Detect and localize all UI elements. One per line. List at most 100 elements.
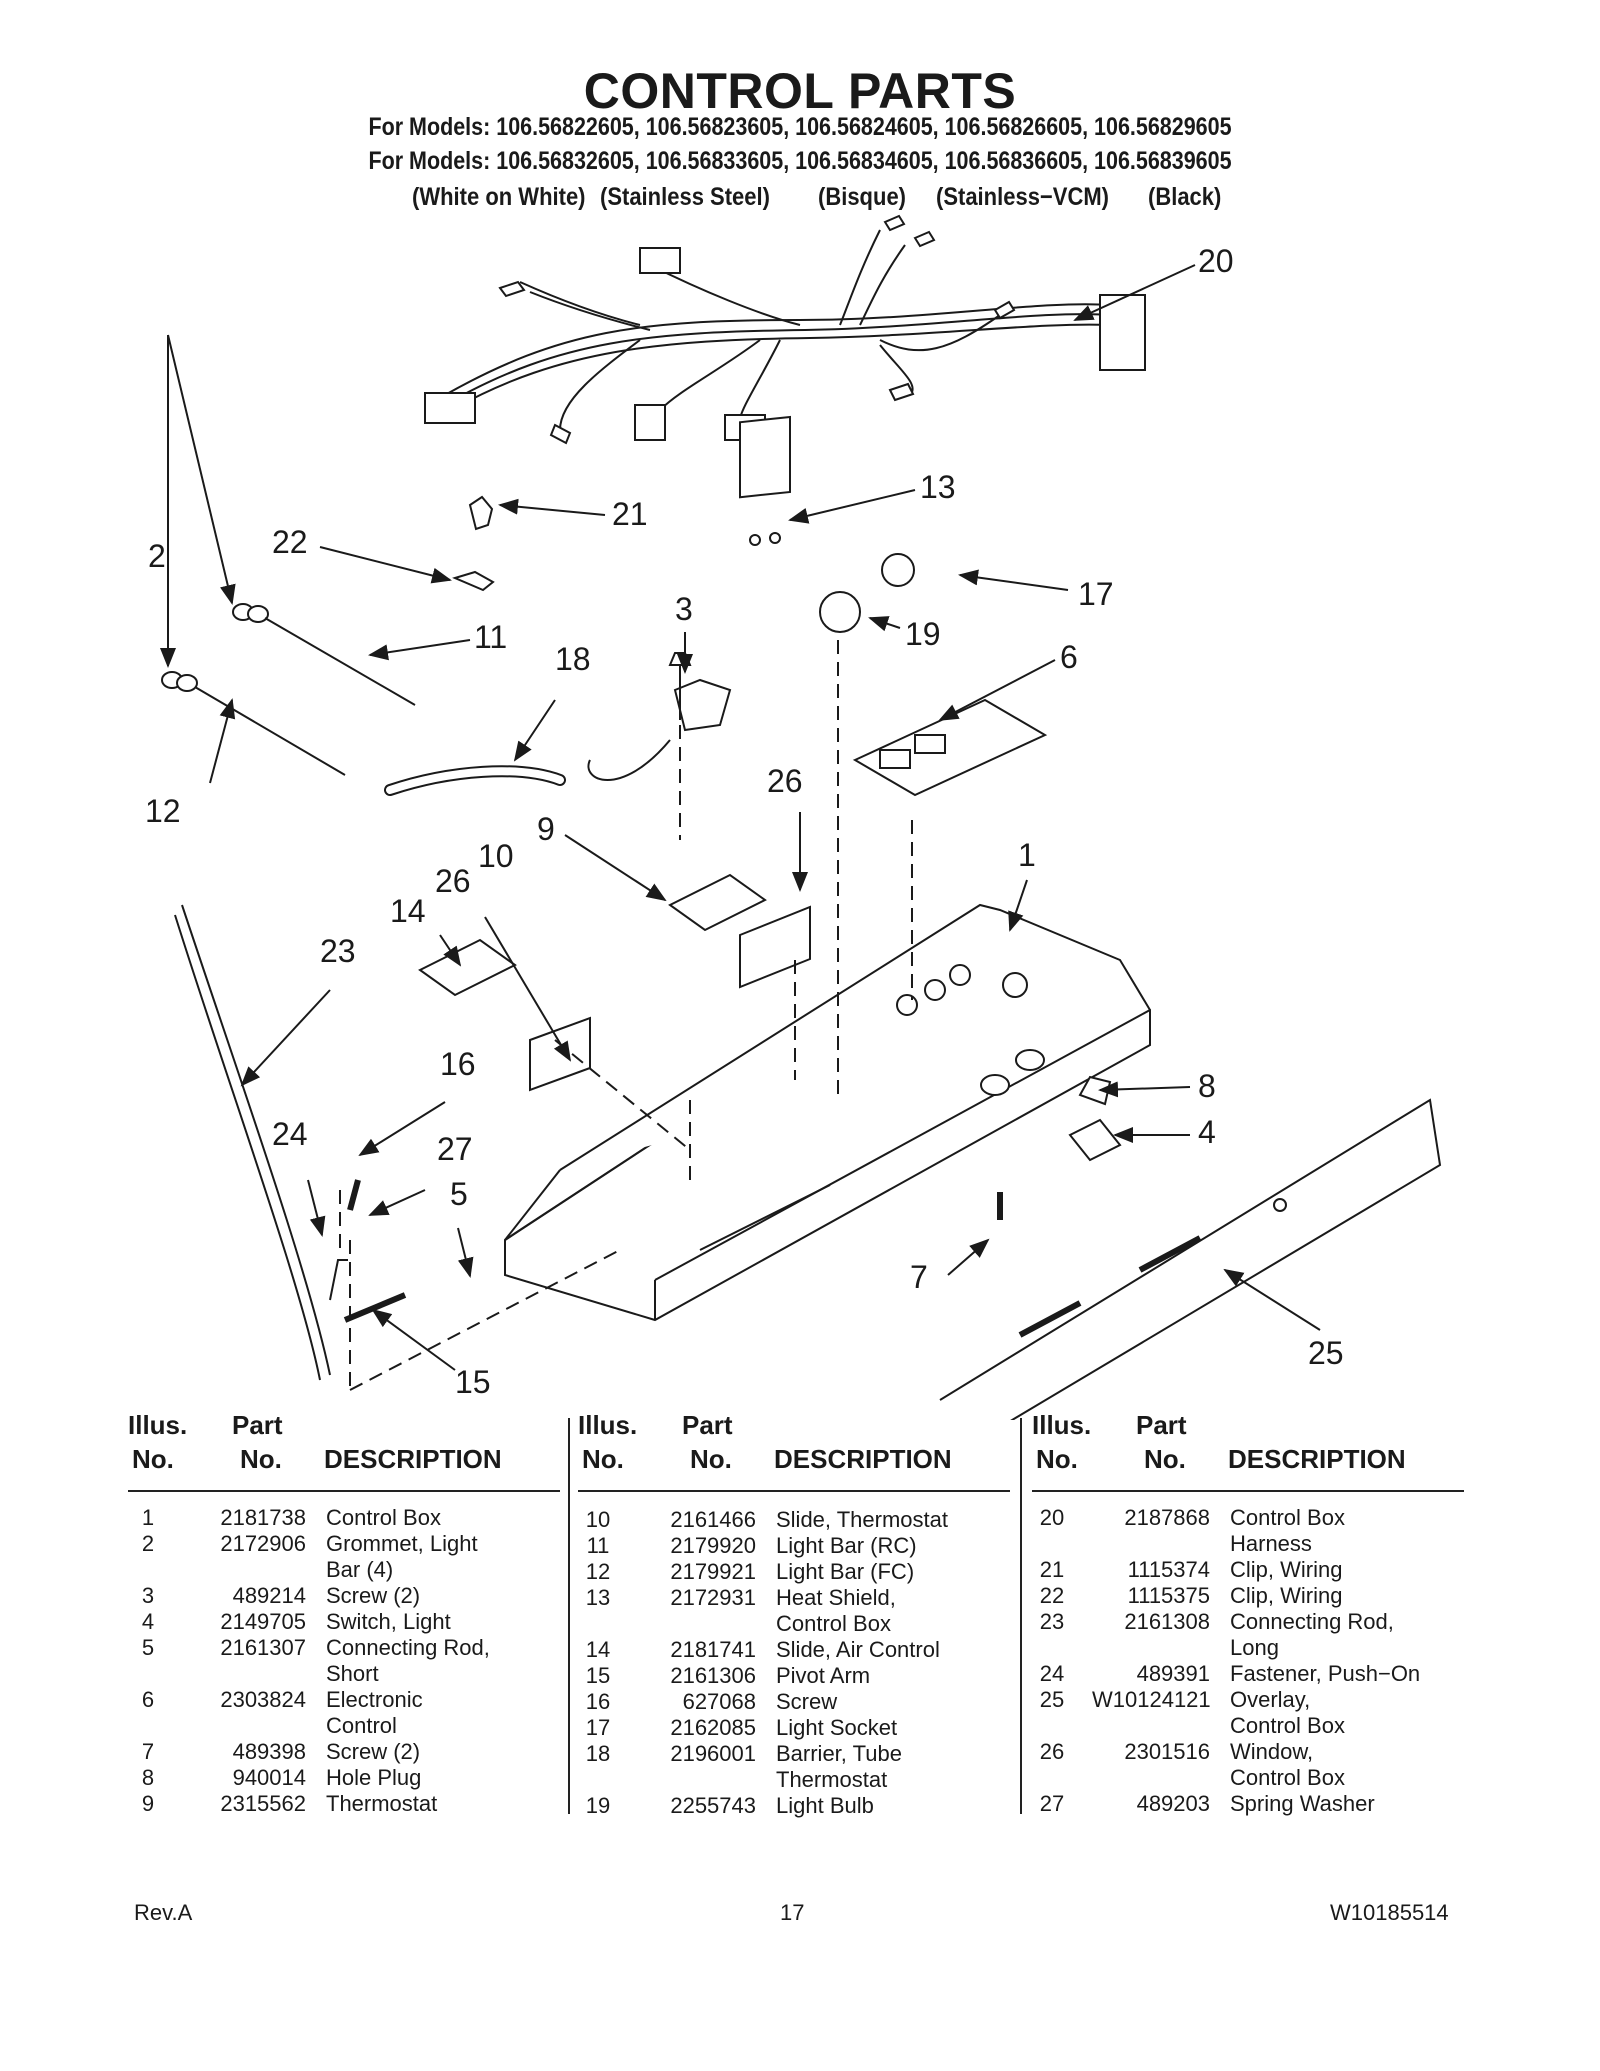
callout-label: 26 [435,863,471,899]
header-illus: Illus. [578,1410,638,1440]
part-number: 2255743 [670,1793,756,1818]
part-number: 2181741 [670,1637,756,1662]
header-part-no: No. [1144,1444,1186,1474]
callout-label: 13 [920,469,956,505]
header-description: DESCRIPTION [1228,1444,1406,1474]
part-description: Harness [1230,1531,1312,1556]
exploded-parts-diagram: 20 21 13 22 2 17 11 3 19 6 18 12 26 9 10… [145,214,1442,1420]
column-divider [1020,1418,1022,1814]
callout-label: 1 [1018,837,1036,873]
part-description: Control Box [326,1505,441,1530]
illus-number: 12 [585,1559,611,1584]
illus-number: 19 [585,1793,611,1818]
illus-number: 22 [1039,1583,1065,1608]
document-number: W10185514 [1330,1900,1449,1925]
illus-number: 18 [585,1741,611,1766]
callout-label: 2 [148,538,166,574]
part-number: 2161308 [1124,1609,1210,1634]
part-description: Electronic [326,1687,423,1712]
header-rule [1032,1490,1464,1492]
part-number: 2179921 [670,1559,756,1584]
callout-label: 3 [675,591,693,627]
illus-number: 23 [1039,1609,1065,1634]
part-description: Slide, Thermostat [776,1507,949,1532]
part-description: Light Bar (RC) [776,1533,917,1558]
part-number: 2303824 [220,1687,306,1712]
part-number: 2161306 [670,1663,756,1688]
part-description: Screw [776,1689,838,1714]
models-line-1: For Models: 106.56822605, 106.56823605, … [368,113,1232,141]
callout-label: 10 [478,838,514,874]
callout-label: 23 [320,933,356,969]
part-description: Control Box [1230,1765,1345,1790]
part-description: Overlay, [1230,1687,1311,1712]
part-description: Light Bar (FC) [776,1559,915,1584]
callout-label: 17 [1078,576,1114,612]
illus-number: 15 [585,1663,611,1688]
part-description: Switch, Light [326,1609,451,1634]
part-description: Long [1230,1635,1279,1660]
illus-number: 11 [586,1533,610,1558]
part-number: 1115375 [1127,1583,1210,1608]
part-description: Pivot Arm [776,1663,871,1688]
callout-label: 15 [455,1364,491,1400]
page-title: CONTROL PARTS [583,63,1017,119]
illus-number: 16 [585,1689,611,1714]
callout-label: 24 [272,1116,308,1152]
part-number: 489391 [1136,1661,1210,1686]
callout-label: 5 [450,1176,468,1212]
callout-label: 9 [537,811,555,847]
part-description: Spring Washer [1230,1791,1375,1816]
header-part: Part [682,1410,733,1440]
part-number: 2172931 [670,1585,756,1610]
part-description: Slide, Air Control [776,1637,940,1662]
control-box [504,903,1151,1322]
callout-label: 11 [474,619,507,655]
part-number: 2196001 [670,1741,756,1766]
finish-label: (Stainless Steel) [600,183,770,211]
callout-label: 16 [440,1046,476,1082]
column-divider [568,1418,570,1814]
part-number: 2162085 [670,1715,756,1740]
part-description: Grommet, Light [326,1531,478,1556]
callout-label: 12 [145,793,181,829]
illus-number: 2 [141,1531,155,1556]
illus-number: 1 [141,1505,155,1530]
illus-number: 5 [141,1635,155,1660]
header-illus: Illus. [128,1410,188,1440]
illus-number: 6 [141,1687,155,1712]
illus-number: 3 [141,1583,155,1608]
illus-number: 20 [1039,1505,1065,1530]
part-description: Connecting Rod, [326,1635,490,1660]
illus-number: 8 [141,1765,155,1790]
illus-number: 9 [141,1791,155,1816]
part-description: Thermostat [326,1791,438,1816]
callout-label: 8 [1198,1068,1216,1104]
illus-number: 10 [585,1507,611,1532]
part-number: 489214 [232,1583,306,1608]
part-description: Control Box [776,1611,891,1636]
header-illus: Illus. [1032,1410,1092,1440]
callout-label: 25 [1308,1335,1344,1371]
part-number: 2301516 [1124,1739,1210,1764]
part-description: Short [326,1661,379,1686]
part-number: 2172906 [220,1531,306,1556]
illus-number: 21 [1039,1557,1065,1582]
callout-label: 21 [612,496,648,532]
part-number: 2187868 [1124,1505,1210,1530]
header-description: DESCRIPTION [774,1444,952,1474]
callout-label: 20 [1198,243,1234,279]
revision-label: Rev.A [134,1900,193,1925]
part-number: 1115374 [1127,1557,1210,1582]
callout-label: 27 [437,1131,473,1167]
part-description: Control Box [1230,1505,1345,1530]
illus-number: 14 [585,1637,611,1662]
illus-number: 13 [585,1585,611,1610]
part-number: 2315562 [220,1791,306,1816]
illus-number: 26 [1039,1739,1065,1764]
header-illus-no: No. [1036,1444,1078,1474]
part-description: Connecting Rod, [1230,1609,1394,1634]
